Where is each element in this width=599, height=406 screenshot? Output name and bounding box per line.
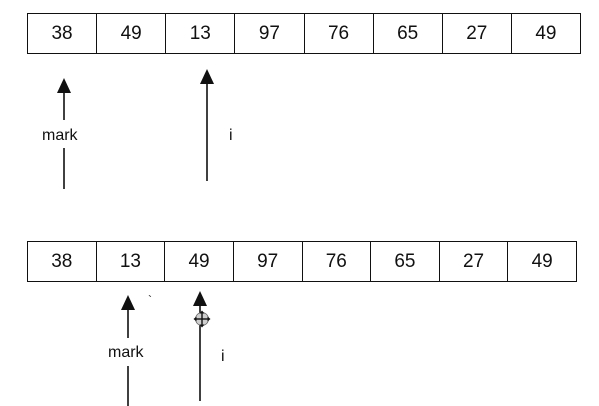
array-cell: 38	[28, 242, 97, 281]
array-cell: 65	[371, 242, 440, 281]
array-cell: 13	[166, 14, 236, 53]
array-cell: 97	[234, 242, 303, 281]
bottom-i-arrow	[193, 291, 207, 401]
mark-pointer-label: mark	[108, 344, 144, 361]
array-cell: 49	[535, 22, 557, 44]
array-cell: 49	[97, 14, 167, 53]
mark-pointer-label: mark	[42, 127, 78, 144]
stray-tick-mark: `	[148, 293, 152, 307]
array-cell: 13	[97, 242, 166, 281]
array-cell: 76	[303, 242, 372, 281]
i-pointer-label: i	[221, 348, 225, 365]
top-i-arrow	[200, 69, 214, 181]
array-cell: 38	[28, 14, 98, 53]
bottom-array: 38 13 49 97 76 65 27 49	[27, 241, 577, 282]
array-cell: 49	[531, 250, 553, 272]
i-pointer-label: i	[229, 127, 233, 144]
move-cursor-icon	[193, 310, 211, 328]
array-cell: 76	[305, 14, 374, 53]
array-cell: 97	[235, 14, 305, 53]
top-array: 38 49 13 97 76 65 27 49	[27, 13, 581, 54]
array-cell: 49	[165, 242, 234, 281]
array-cell: 27	[443, 14, 512, 53]
array-cell: 27	[440, 242, 509, 281]
array-cell: 65	[374, 14, 443, 53]
